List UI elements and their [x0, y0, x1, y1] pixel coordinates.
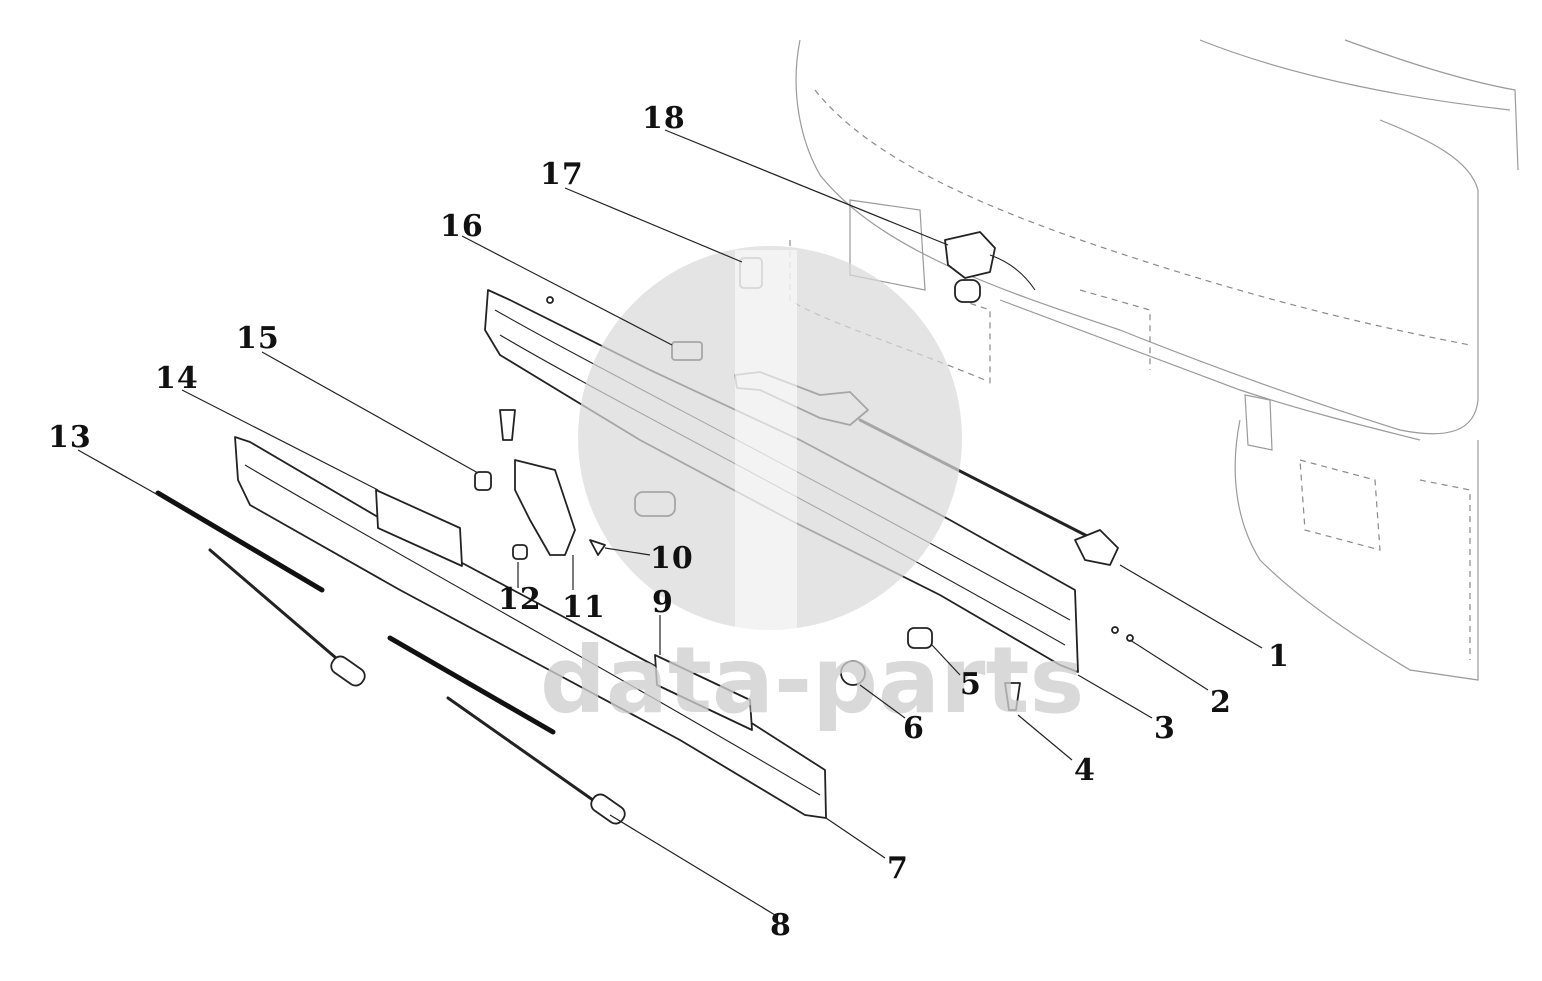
leader-lines — [77, 129, 1263, 916]
callout-15: 15 — [236, 321, 280, 356]
callout-13: 13 — [48, 420, 92, 455]
callout-7: 7 — [887, 851, 909, 886]
callout-2: 2 — [1210, 685, 1232, 720]
callout-5: 5 — [960, 667, 982, 702]
part-screw-upper — [499, 409, 516, 441]
callout-8: 8 — [770, 908, 792, 943]
part-2-bolt-b — [1126, 634, 1134, 642]
wiper-motor — [944, 231, 1036, 303]
vehicle-body-outline — [789, 39, 1519, 681]
part-bolt-top — [546, 296, 554, 304]
wiper-blade-left — [155, 490, 366, 687]
bracket-14 — [375, 489, 463, 567]
part-15-nut — [474, 471, 492, 491]
part-4-screw — [1004, 682, 1021, 711]
callout-12: 12 — [498, 582, 542, 617]
callout-18: 18 — [642, 101, 686, 136]
wiper-blade-right — [387, 635, 626, 825]
callout-1: 1 — [1268, 639, 1290, 674]
watermark-logo: data-parts — [540, 246, 1084, 734]
part-10-clip — [589, 539, 606, 556]
callout-9: 9 — [652, 585, 674, 620]
callout-10: 10 — [650, 541, 694, 576]
callout-11: 11 — [562, 590, 606, 625]
callout-labels: 1 2 3 4 5 6 7 8 9 10 11 12 13 14 15 16 1… — [48, 101, 1290, 943]
callout-17: 17 — [540, 157, 584, 192]
bracket-9 — [654, 654, 753, 731]
callout-3: 3 — [1154, 711, 1176, 746]
cover-11 — [514, 459, 576, 556]
watermark-text: data-parts — [540, 627, 1084, 734]
part-12-grommet — [512, 544, 528, 560]
callout-14: 14 — [155, 361, 199, 396]
part-6-nut — [840, 660, 866, 686]
part-2-bolt-a — [1111, 626, 1119, 634]
part-5-bushing — [907, 627, 933, 649]
callout-16: 16 — [440, 209, 484, 244]
callout-6: 6 — [903, 711, 925, 746]
callout-4: 4 — [1074, 753, 1096, 788]
